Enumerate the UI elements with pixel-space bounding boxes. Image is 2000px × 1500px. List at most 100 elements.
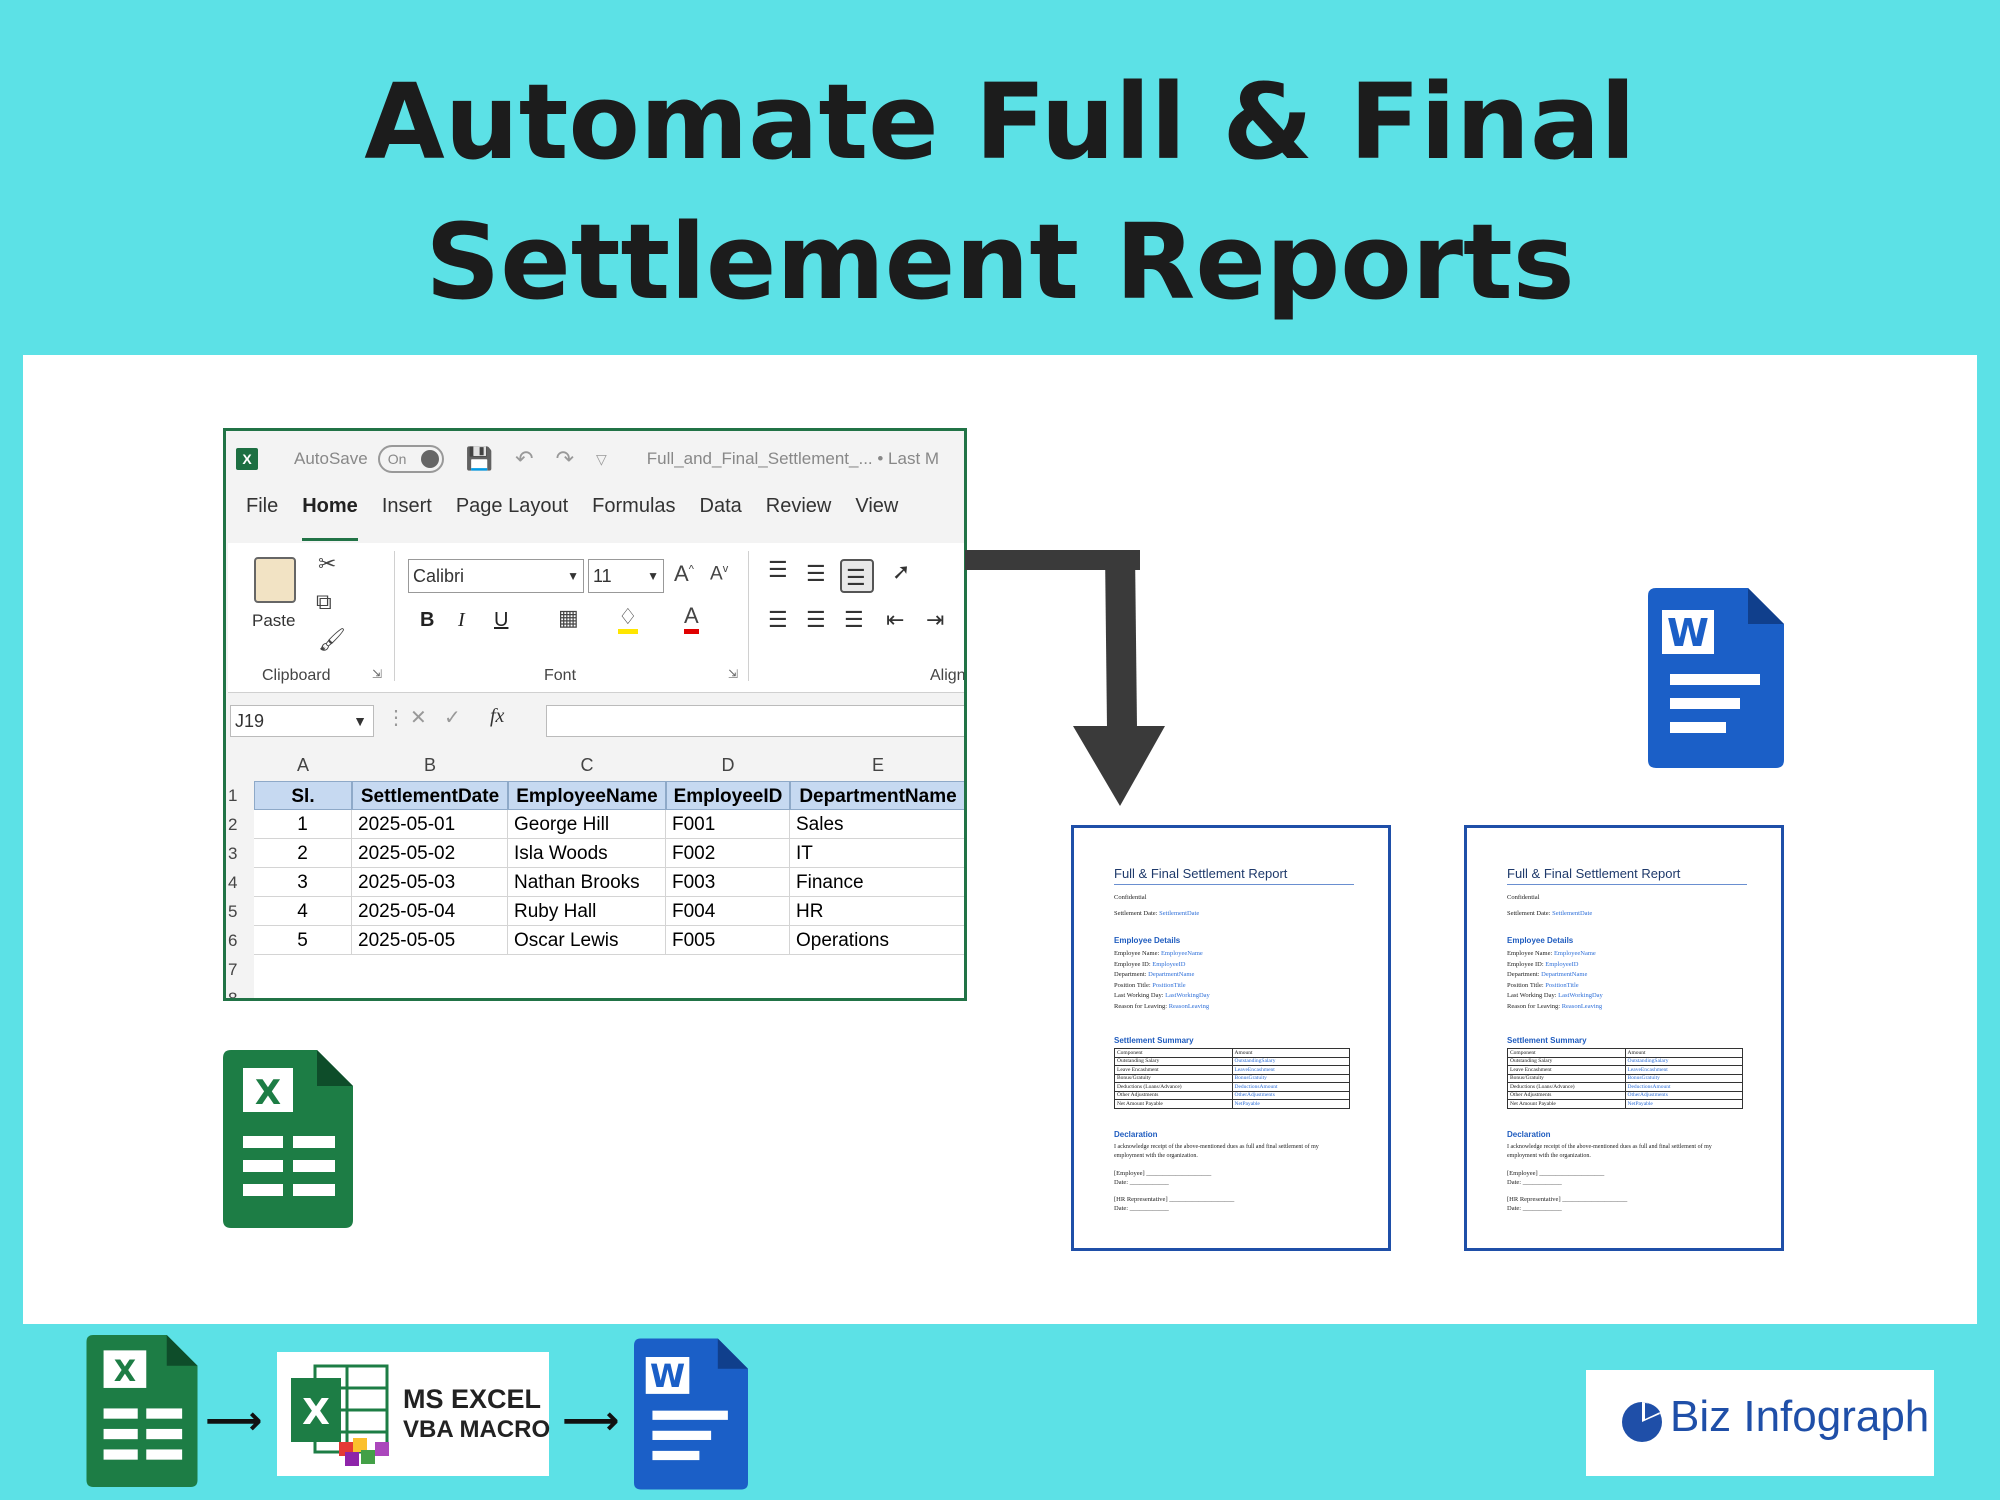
table-cell[interactable]: 2025-05-05 [352,926,508,955]
customize-icon[interactable]: ▽ [596,450,607,467]
table-header-cell[interactable]: DepartmentName [790,781,964,810]
font-launcher-icon[interactable]: ⇲ [728,667,739,681]
table-cell[interactable]: F002 [666,839,790,868]
field-value: SettlementDate [1159,910,1200,917]
table-cell[interactable]: Ruby Hall [508,897,666,926]
tab-formulas[interactable]: Formulas [592,495,676,517]
table-header-cell[interactable]: EmployeeName [508,781,666,810]
bold-button[interactable]: B [420,609,435,631]
table-cell[interactable]: 2025-05-03 [352,868,508,897]
paste-icon[interactable] [254,557,296,603]
column-header[interactable]: D [721,755,735,775]
row-header[interactable]: 5 [228,902,238,921]
align-top-icon[interactable]: ☰ [768,557,788,582]
row-header[interactable]: 4 [228,873,238,892]
column-header[interactable]: C [580,755,594,775]
table-cell[interactable]: 1 [254,810,352,839]
clipboard-launcher-icon[interactable]: ⇲ [372,667,383,681]
table-cell: LeaveEncashment [1231,1065,1350,1075]
table-header-cell[interactable]: Sl. [254,781,352,810]
table-cell[interactable]: 2025-05-04 [352,897,508,926]
align-middle-icon[interactable]: ☰ [806,561,826,586]
row-header[interactable]: 8 [228,989,238,1001]
save-icon[interactable]: 💾 [465,446,494,471]
flow-arrow-right-icon: ⟶ [205,1398,263,1444]
table-cell[interactable]: F001 [666,810,790,839]
table-cell[interactable]: 2 [254,839,352,868]
empty-cells[interactable] [254,955,964,998]
align-left-icon[interactable]: ☰ [768,607,788,632]
tab-home[interactable]: Home [302,495,358,541]
formula-input[interactable] [546,705,964,737]
table-cell[interactable]: Oscar Lewis [508,926,666,955]
table-cell[interactable]: George Hill [508,810,666,839]
brand-name: Biz Infograph [1670,1392,1930,1441]
svg-text:W: W [650,1357,685,1395]
tab-view[interactable]: View [855,495,899,517]
borders-icon[interactable]: ▦ [558,605,579,630]
copy-icon[interactable]: ⧉ [316,589,332,614]
italic-button[interactable]: I [458,609,465,631]
decrease-font-icon[interactable]: Av [710,563,729,585]
row-header[interactable]: 7 [228,960,238,979]
table-cell[interactable]: F004 [666,897,790,926]
tab-file[interactable]: File [246,495,279,517]
fill-color-icon[interactable]: ♢ [618,605,638,634]
column-header[interactable]: A [296,755,309,775]
tab-review[interactable]: Review [765,495,832,517]
undo-icon[interactable]: ↶ [515,446,534,471]
pie-logo-icon [1622,1402,1662,1442]
table-cell[interactable]: Finance [790,868,964,897]
insert-function-button[interactable]: fx [490,705,505,727]
table-cell[interactable]: 5 [254,926,352,955]
table-cell[interactable]: F005 [666,926,790,955]
column-header[interactable]: E [871,755,884,775]
column-header[interactable]: B [423,755,436,775]
row-header[interactable]: 1 [228,786,238,805]
paste-button[interactable]: Paste [252,611,296,630]
table-cell[interactable]: Isla Woods [508,839,666,868]
name-box[interactable]: J19 ▼ [230,705,374,737]
autosave-toggle[interactable]: On [377,445,444,473]
table-header-cell[interactable]: SettlementDate [352,781,508,810]
underline-button[interactable]: U [494,609,509,631]
table-cell[interactable]: 2025-05-01 [352,810,508,839]
orientation-icon[interactable]: ➚ [892,559,911,584]
table-cell[interactable]: Nathan Brooks [508,868,666,897]
align-right-icon[interactable]: ☰ [844,607,864,632]
font-color-icon[interactable]: A [684,603,699,634]
table-cell[interactable]: IT [790,839,964,868]
tab-insert[interactable]: Insert [381,495,432,517]
cancel-icon[interactable]: ✕ [410,707,427,729]
excel-sheet-icon: X [223,1050,353,1228]
row-header[interactable]: 6 [228,931,238,950]
enter-icon[interactable]: ✓ [444,707,461,729]
increase-indent-icon[interactable]: ⇥ [926,607,945,632]
table-cell[interactable]: Operations [790,926,964,955]
row-header[interactable]: 2 [228,815,238,834]
table-cell[interactable]: 4 [254,897,352,926]
table-cell[interactable]: HR [790,897,964,926]
more-icon: ⋮ [386,707,406,729]
decrease-indent-icon[interactable]: ⇤ [886,607,905,632]
tab-page-layout[interactable]: Page Layout [455,495,569,517]
table-cell[interactable]: 2025-05-02 [352,839,508,868]
cut-icon[interactable]: ✂ [318,551,337,576]
table-cell[interactable]: 3 [254,868,352,897]
tab-data[interactable]: Data [699,495,742,517]
table-cell[interactable]: Sales [790,810,964,839]
excel-logo-icon: X [236,448,258,470]
align-bottom-button[interactable] [840,559,874,593]
table-header-cell[interactable]: EmployeeID [666,781,790,810]
align-center-icon[interactable]: ☰ [806,607,826,632]
redo-icon[interactable]: ↷ [555,446,575,471]
table-cell: BonusGratuity [1231,1073,1350,1083]
format-painter-icon[interactable]: 🖌 [318,627,346,652]
font-size-select[interactable]: 11 ▼ [588,559,664,593]
font-name-select[interactable]: Calibri ▼ [408,559,584,593]
increase-font-icon[interactable]: A^ [674,561,694,586]
table-cell[interactable]: F003 [666,868,790,897]
row-header[interactable]: 3 [228,844,238,863]
